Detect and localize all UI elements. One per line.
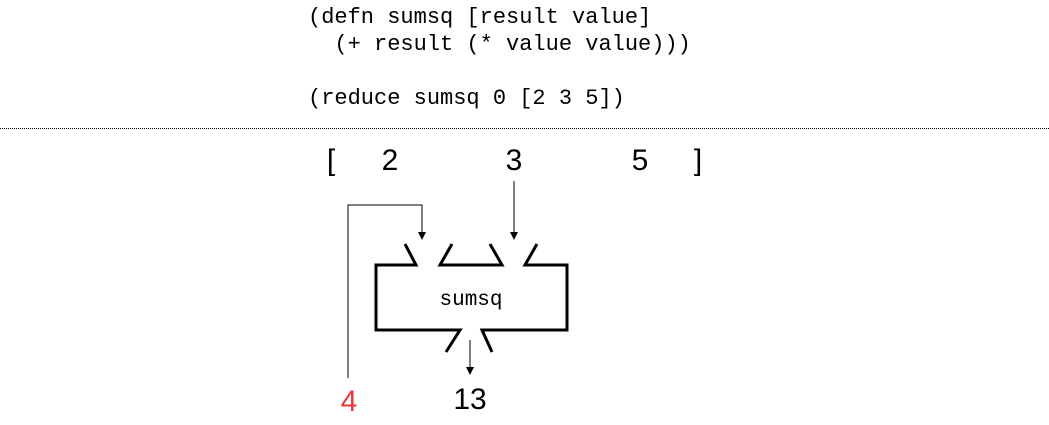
function-box-right-wall bbox=[479, 243, 569, 353]
function-box-top-divider bbox=[437, 243, 505, 267]
accumulator-value: 4 bbox=[341, 385, 358, 418]
code-listing: (defn sumsq [result value] (+ result (* … bbox=[308, 4, 691, 112]
code-line-defn: (defn sumsq [result value] bbox=[308, 5, 652, 30]
vector-item-first: 2 bbox=[382, 144, 399, 177]
vector-open-bracket: [ bbox=[327, 144, 336, 177]
dotted-separator bbox=[0, 128, 1049, 129]
accumulator-feedback-arrow bbox=[347, 204, 426, 378]
function-box: sumsq bbox=[374, 243, 569, 353]
output-value: 13 bbox=[453, 383, 486, 416]
code-line-body: (+ result (* value value))) bbox=[308, 32, 691, 57]
vector-close-bracket: ] bbox=[694, 144, 702, 177]
function-box-label: sumsq bbox=[439, 289, 502, 312]
vector-item-third: 5 bbox=[632, 144, 649, 177]
code-line-reduce: (reduce sumsq 0 [2 3 5]) bbox=[308, 86, 625, 111]
vector-item-second: 3 bbox=[506, 144, 523, 177]
function-box-left-wall bbox=[374, 243, 463, 353]
